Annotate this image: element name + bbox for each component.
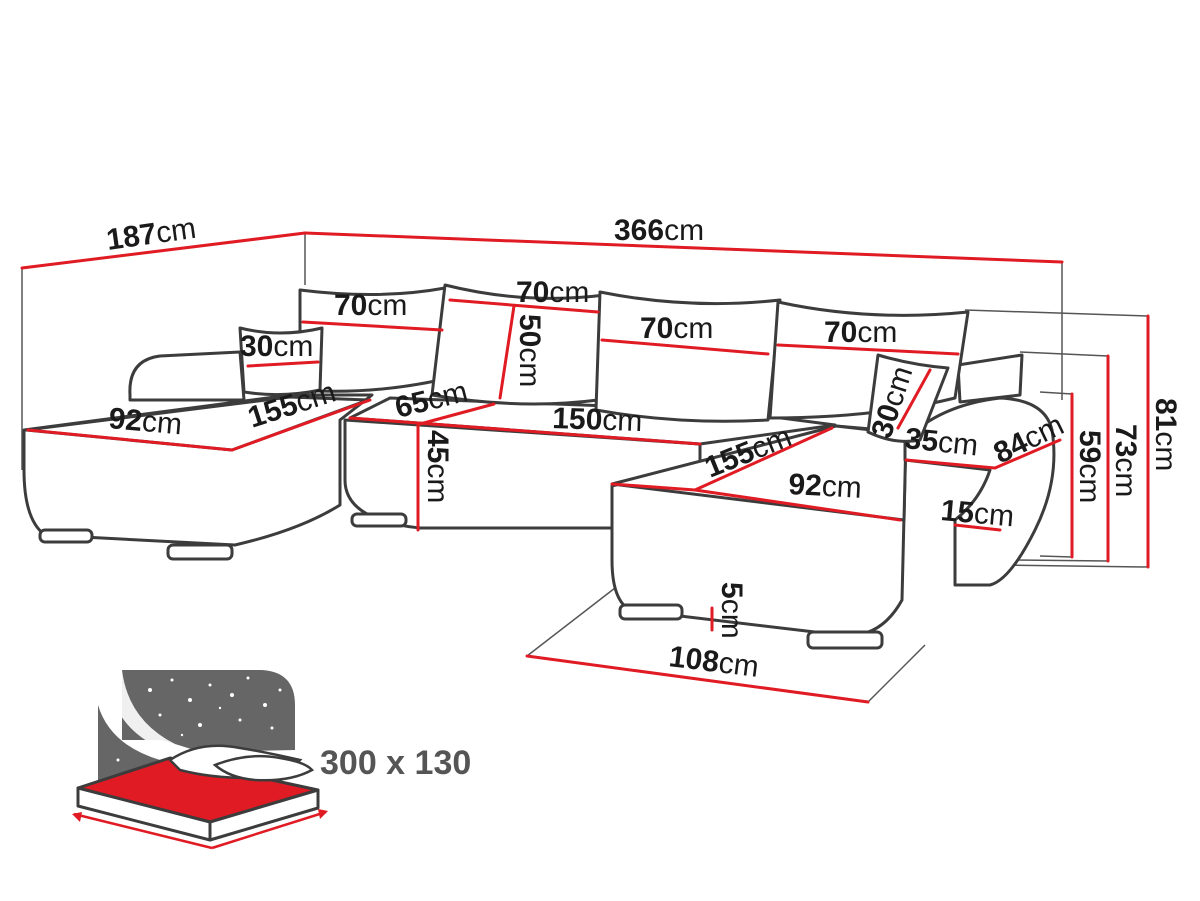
label-small-pillow-left: 30cm [240,330,313,363]
line-back-pillow-4 [776,343,960,356]
starry-night-icon [122,670,295,752]
line-total-length [303,231,1064,264]
label-total-length: 366cm [614,214,704,247]
foot [166,543,234,561]
label-back-height: 73cm [1109,424,1142,497]
label-middle-width: 150cm [552,402,643,438]
line-left-depth [20,231,307,270]
label-arm-height: 59cm [1073,430,1106,503]
line-right-chaise-width-a [610,482,697,492]
line-armrest-width [904,458,997,470]
label-armrest-width: 35cm [903,422,979,462]
label-total-height: 81cm [1149,398,1182,471]
foot [350,512,408,528]
line-armrest-top [953,523,1002,532]
line-right-depth [525,654,870,704]
foot [618,603,684,621]
label-right-chaise-width: 92cm [788,468,863,505]
line-left-chaise-width [26,428,234,452]
label-left-depth: 187cm [104,212,198,257]
line-pillow-height [498,304,516,400]
small-pillow-left [238,326,324,397]
guide-lines [21,233,1149,703]
line-small-pillow-right [896,368,932,430]
label-back-pillow-3: 70cm [640,312,713,345]
label-leg-height: 5cm [715,582,748,639]
label-seat-height: 45cm [421,430,454,503]
measurement-lines [20,231,1150,704]
line-back-pillow-2 [448,298,600,314]
label-back-pillow-1: 70cm [334,289,407,322]
line-right-chaise-length [693,426,834,492]
label-right-depth: 108cm [667,640,760,684]
label-pillow-height: 50cm [513,314,546,387]
label-armrest-top: 15cm [939,494,1015,533]
label-back-pillow-4: 70cm [824,316,897,349]
label-left-chaise-width: 92cm [107,402,183,441]
line-back-pillow-1 [301,320,444,332]
line-right-chaise-width-b [693,488,902,522]
line-back-depth [418,402,496,426]
line-middle-width [348,416,702,446]
foot [38,528,94,544]
line-armrest-depth [993,438,1062,470]
line-back-pillow-3 [600,338,770,356]
bed-size-label: 300 x 130 [320,744,471,782]
bed-icon [72,670,328,850]
foot [806,630,884,650]
line-small-pillow-left [246,360,320,368]
back-pillow-3 [594,290,782,423]
label-back-pillow-2: 70cm [516,276,589,309]
line-left-chaise-length [230,398,372,452]
